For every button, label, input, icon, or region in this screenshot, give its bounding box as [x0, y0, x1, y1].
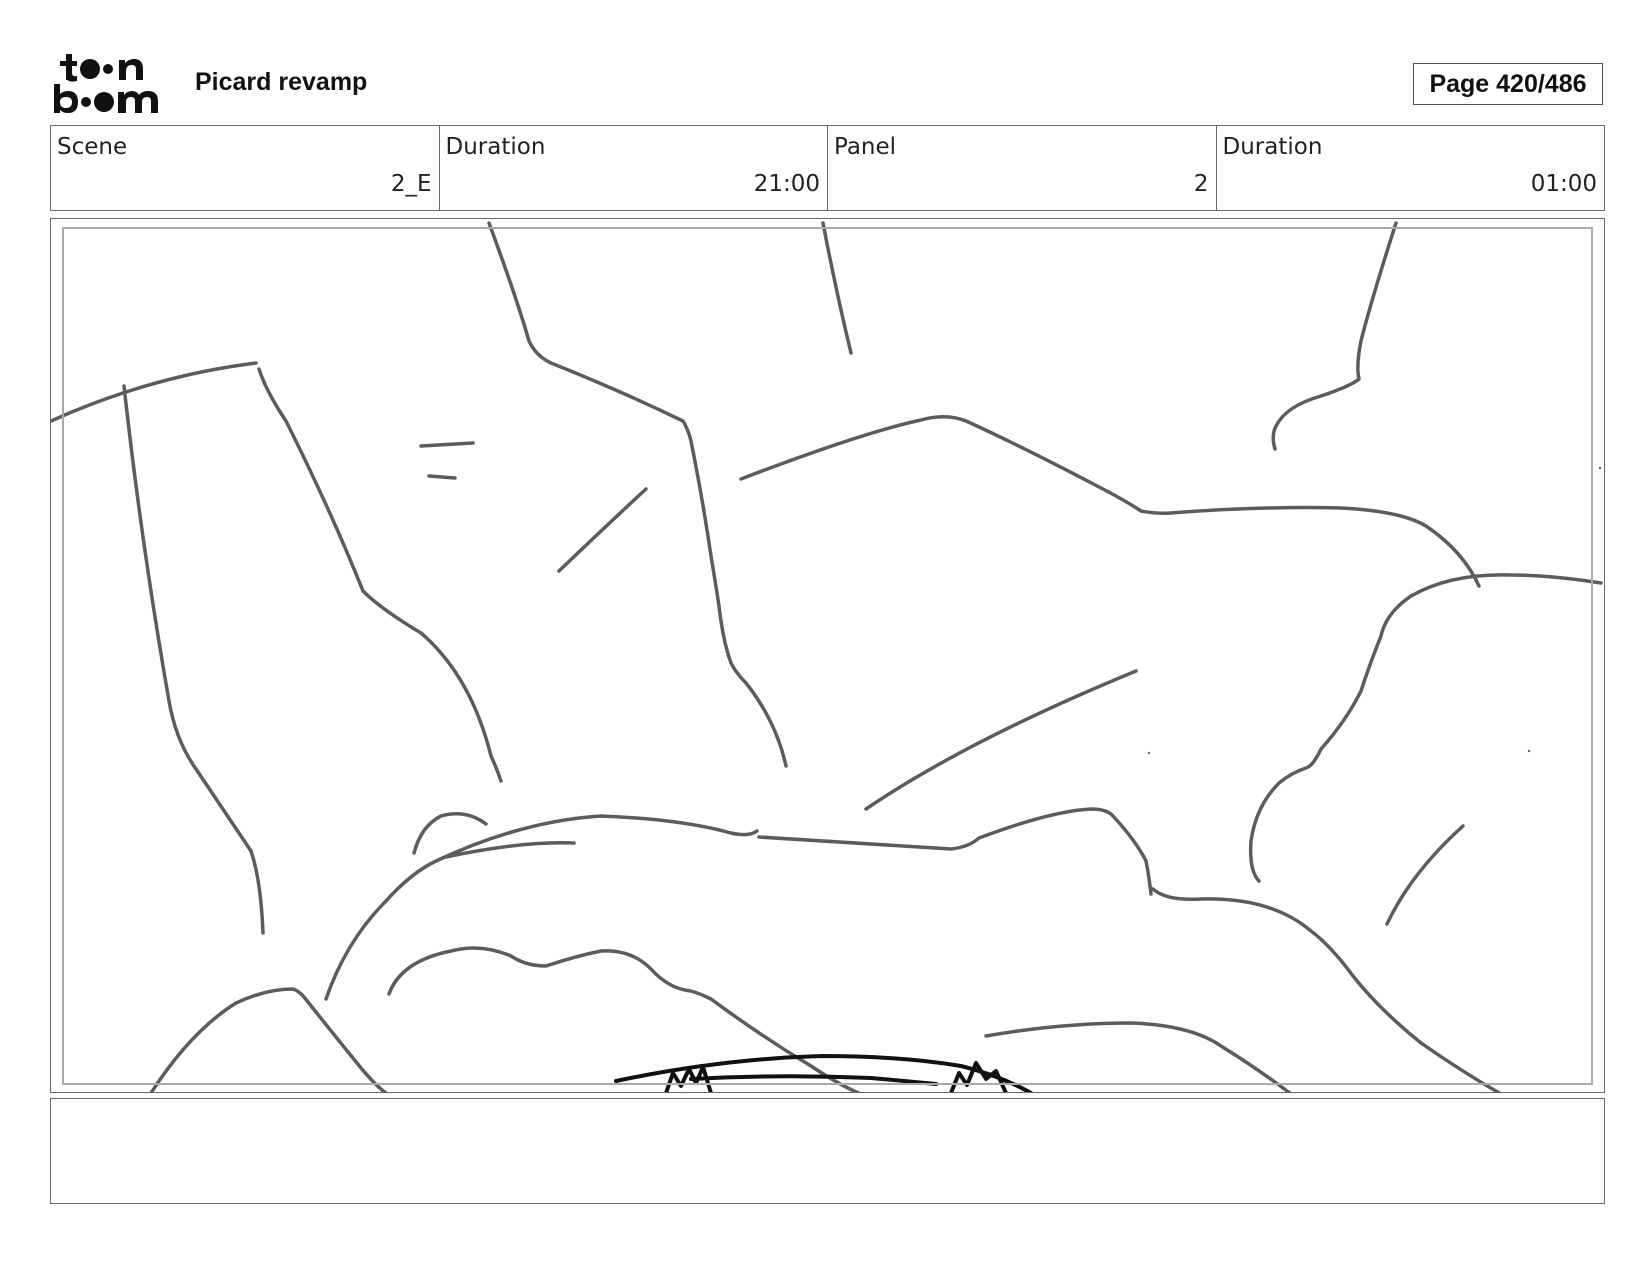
- panel-info-table: Scene 2_E Duration 21:00 Panel 2 Duratio…: [50, 125, 1605, 211]
- panel-duration-label: Duration: [1222, 134, 1323, 160]
- scene-value: 2_E: [390, 171, 432, 197]
- toon-boom-logo: [54, 54, 158, 113]
- panel-sketch-drawing: [51, 221, 1603, 1092]
- panel-cell: Panel 2: [828, 126, 1217, 210]
- panel-duration-value: 01:00: [1530, 171, 1597, 197]
- panel-label: Panel: [834, 134, 897, 160]
- page-indicator: Page 420/486: [1413, 63, 1603, 105]
- scene-duration-cell: Duration 21:00: [440, 126, 828, 210]
- panel-notes-box[interactable]: [50, 1098, 1605, 1204]
- panel-duration-cell: Duration 01:00: [1217, 126, 1605, 210]
- scene-duration-value: 21:00: [753, 171, 820, 197]
- scene-duration-label: Duration: [445, 134, 546, 160]
- scene-label: Scene: [57, 134, 128, 160]
- panel-value: 2: [1193, 171, 1209, 197]
- scene-cell: Scene 2_E: [51, 126, 440, 210]
- storyboard-panel: [50, 218, 1605, 1093]
- project-title: Picard revamp: [195, 68, 368, 96]
